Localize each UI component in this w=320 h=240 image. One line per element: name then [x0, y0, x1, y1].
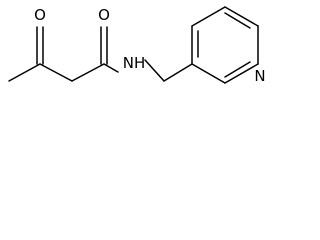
bond-methylene-ring	[163, 63, 193, 82]
bond-methyl-ketone-carbon	[8, 63, 41, 82]
amide-nitrogen-label: NH	[123, 54, 146, 72]
ring-inner-bond-top	[224, 12, 251, 29]
bond-nitrogen-methylene	[144, 59, 165, 82]
ring-bond-c6-c5	[224, 63, 259, 84]
ring-bond-c2-n	[224, 6, 259, 27]
bond-alpha-carbon-amide-carbon	[71, 63, 105, 82]
bond-ketone-carbon-alpha-carbon	[39, 63, 73, 82]
bond-layer	[8, 6, 259, 84]
ring-inner-bond-bottom	[224, 61, 251, 78]
ring-bond-c5-c4	[191, 63, 226, 84]
structure-canvas: O O NH N	[0, 0, 275, 116]
pyridine-nitrogen-label: N	[254, 67, 265, 85]
bond-amide-carbon-nitrogen	[103, 63, 119, 73]
ketone-oxygen-label: O	[34, 6, 46, 24]
amide-oxygen-label: O	[98, 6, 110, 24]
chemical-structure-diagram: O O NH N	[8, 6, 266, 85]
atom-label-layer: O O NH N	[34, 6, 266, 85]
ring-bond-c3-c2	[191, 6, 226, 27]
